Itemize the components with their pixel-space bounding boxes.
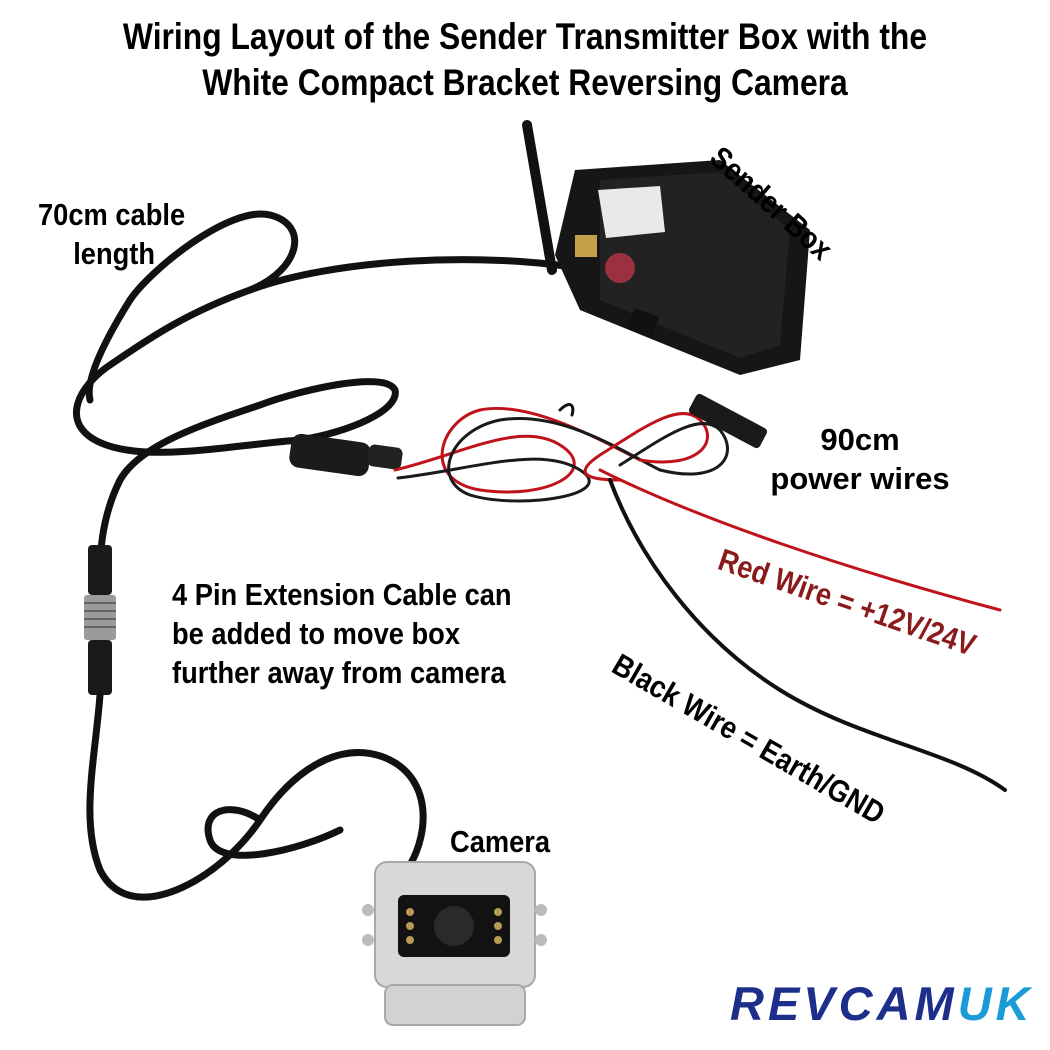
device-label [598,186,665,238]
antenna [522,120,557,275]
camera-unit [362,861,547,1026]
power-wires-line-1: 90cm [820,422,900,457]
antenna-connector [575,235,597,257]
camera-bracket [384,984,526,1026]
extension-line-1: 4 Pin Extension Cable can [172,577,512,612]
power-wires-label: 90cm power wires [770,420,950,498]
power-wires-line-2: power wires [770,461,950,496]
power-wires [393,403,1007,792]
extension-connector [84,545,116,695]
fuse-holder [688,393,768,449]
extension-line-2: be added to move box [172,616,461,651]
title-line-2: White Compact Bracket Reversing Camera [202,62,848,103]
cable-length-line-1: 70cm cable [38,197,186,232]
camera-cable [72,210,594,579]
camera-label: Camera [450,824,551,859]
camera-lens [434,906,474,946]
logo-part-1: REVCAM [730,977,958,1030]
cable-length-line-2: length [73,236,156,271]
indicator-lens [605,253,635,283]
extension-line-3: further away from camera [172,655,506,690]
sender-box [522,120,810,375]
camera-lead [86,691,427,901]
cable-connector [289,433,403,477]
cable-length-label: 70cm cable length [38,195,185,273]
title-line-1: Wiring Layout of the Sender Transmitter … [122,16,928,57]
extension-note: 4 Pin Extension Cable can be added to mo… [172,575,512,692]
revcamuk-logo: REVCAMUK [730,976,1034,1032]
diagram-title: Wiring Layout of the Sender Transmitter … [74,14,977,106]
logo-part-2: UK [957,977,1034,1030]
